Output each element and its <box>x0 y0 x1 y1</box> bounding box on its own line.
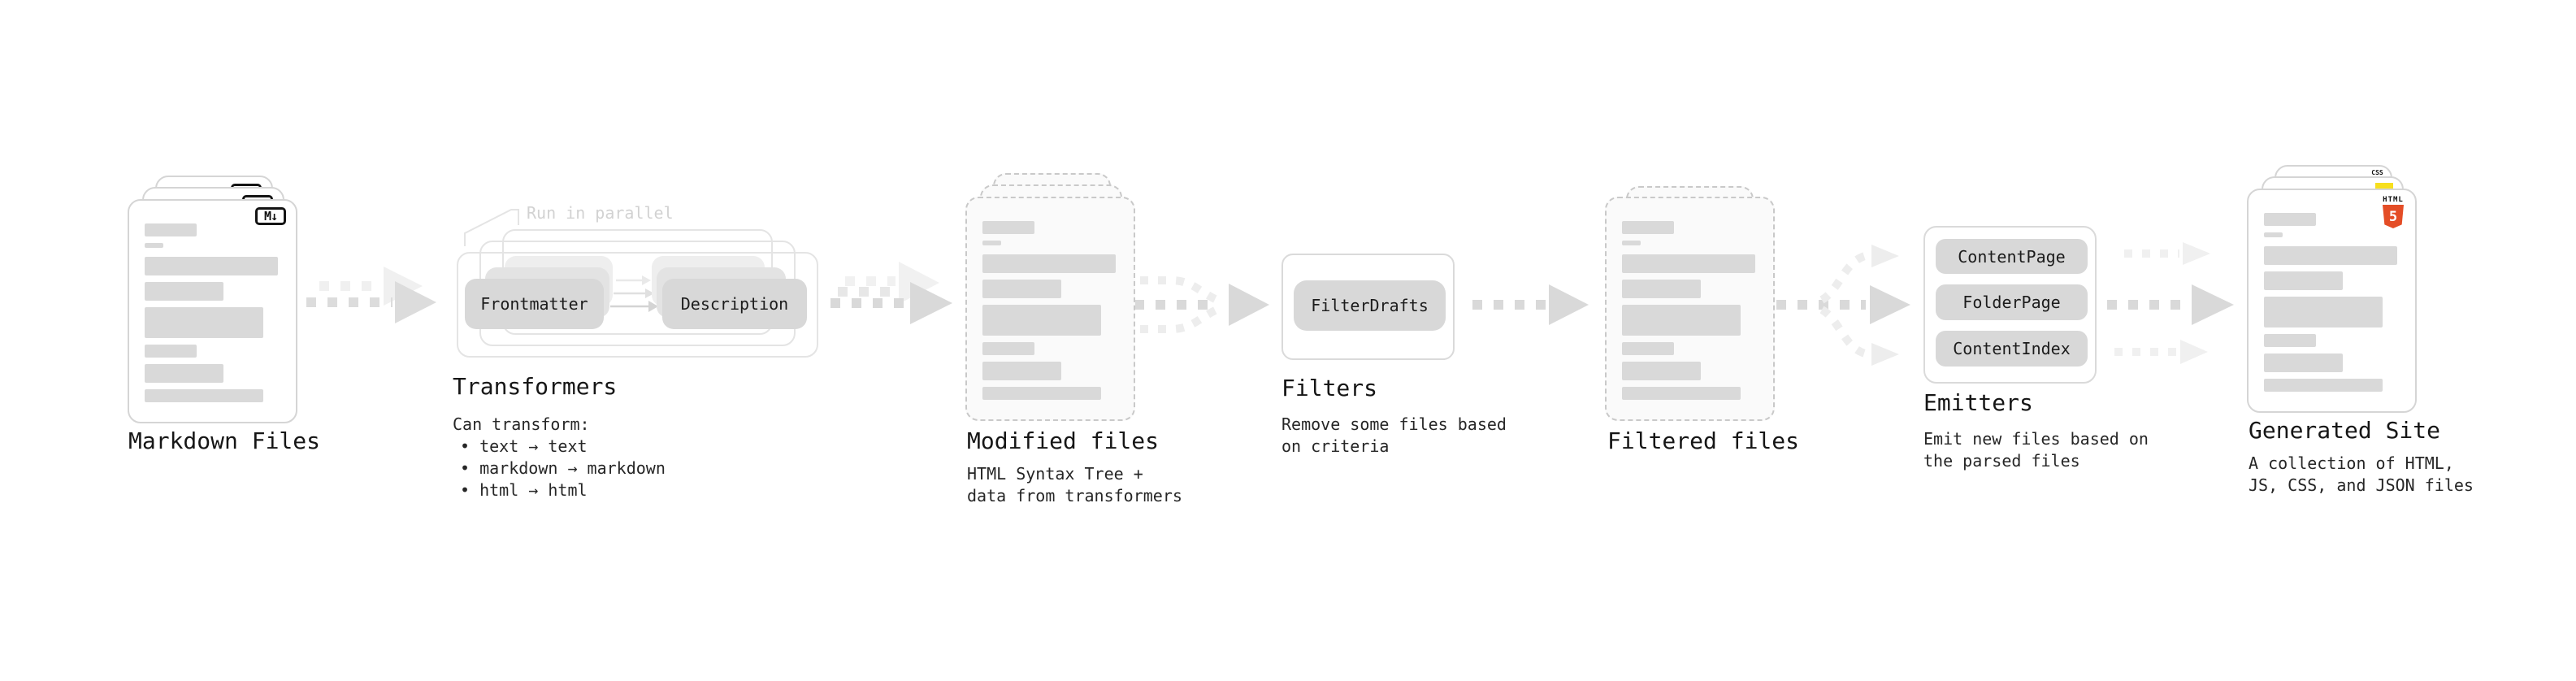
arrow-filters-to-filtered <box>1472 284 1589 325</box>
transformer-box-front <box>457 252 818 358</box>
transformer-parallel-arrows <box>610 275 658 312</box>
transformers-description-heading: Can transform: <box>453 414 590 434</box>
filters-description: Remove some files based on criteria <box>1281 414 1507 456</box>
arrow-emitters-to-generated <box>2107 242 2234 364</box>
arrow-transformers-to-modified <box>830 262 952 324</box>
file-card-front: HTML 5 <box>2247 189 2417 413</box>
stage-label-modified-files: Modified files <box>967 427 1160 454</box>
pill-contentpage: ContentPage <box>1936 239 2088 274</box>
pill-filterdrafts: FilterDrafts <box>1294 280 1446 331</box>
document-placeholder-bars <box>145 201 280 422</box>
emitters-description: Emit new files based on the parsed files <box>1923 429 2149 471</box>
document-placeholder-bars <box>1622 198 1758 419</box>
html5-icon-label: HTML <box>2383 196 2404 204</box>
pill-description: Description <box>662 279 807 329</box>
modified-files-description: HTML Syntax Tree + data from transformer… <box>967 464 1182 505</box>
arrow-filtered-to-emitters <box>1776 245 1910 366</box>
document-placeholder-bars <box>2264 190 2400 411</box>
stage-label-filtered-files: Filtered files <box>1607 427 1800 454</box>
file-card-front: M↓ <box>128 199 297 423</box>
pill-frontmatter: Frontmatter <box>465 279 604 329</box>
emitters-box: ContentPage FolderPage ContentIndex <box>1923 226 2097 384</box>
pill-folderpage: FolderPage <box>1936 284 2088 320</box>
stage-label-emitters: Emitters <box>1923 389 2033 416</box>
css-icon-label: CSS <box>2371 169 2383 176</box>
run-in-parallel-note: Run in parallel <box>527 203 674 223</box>
html5-shield: 5 <box>2383 205 2404 228</box>
bullet-item: • text → text <box>460 436 588 456</box>
stage-label-generated-site: Generated Site <box>2249 417 2441 444</box>
stage-label-transformers: Transformers <box>453 373 618 400</box>
file-card-front <box>965 197 1135 421</box>
annotation-leader-line <box>464 209 519 246</box>
file-card-front <box>1605 197 1775 421</box>
html5-icon: HTML 5 <box>2379 196 2408 228</box>
arrow-markdown-to-transformers <box>306 267 436 323</box>
bullet-item: • html → html <box>460 480 588 500</box>
arrow-modified-to-filters <box>1134 276 1269 333</box>
bullet-item: • markdown → markdown <box>460 458 666 478</box>
filters-box: FilterDrafts <box>1281 254 1455 360</box>
stage-label-markdown-files: Markdown Files <box>128 427 321 454</box>
markdown-icon: M↓ <box>255 207 286 225</box>
transformers-bullet-list: • text → text • markdown → markdown • ht… <box>460 436 666 501</box>
pill-contentindex: ContentIndex <box>1936 331 2088 367</box>
stage-label-filters: Filters <box>1281 375 1378 401</box>
document-placeholder-bars <box>982 198 1118 419</box>
generated-site-description: A collection of HTML, JS, CSS, and JSON … <box>2249 453 2474 495</box>
